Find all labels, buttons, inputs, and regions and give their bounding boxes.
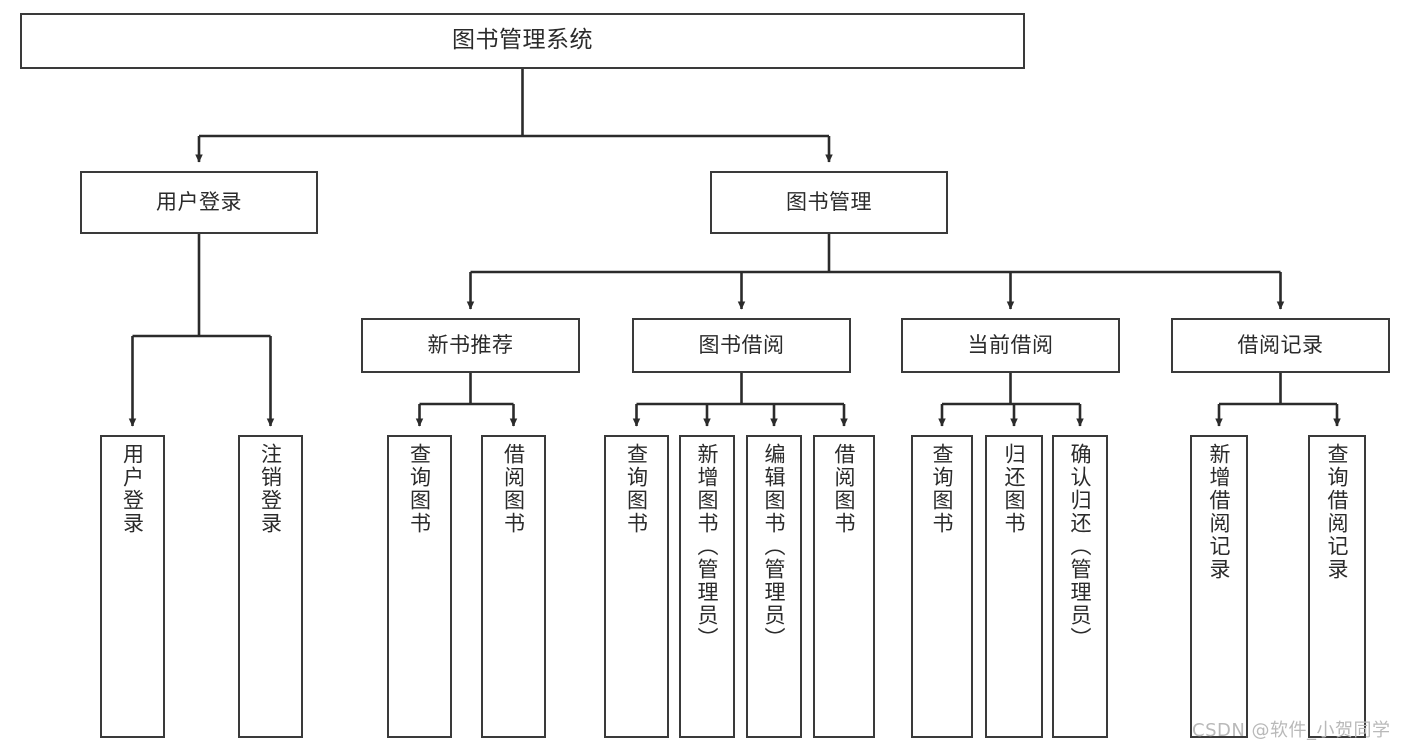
node-level2-1: 图书管理: [710, 171, 948, 234]
node-leaf-11: 新增借阅记录: [1190, 435, 1248, 738]
node-label: 图书借阅: [698, 333, 785, 358]
node-label: 查询图书: [930, 443, 955, 535]
node-label: 借阅图书: [501, 443, 526, 535]
node-leaf-9: 归还图书: [985, 435, 1043, 738]
node-label: 用户登录: [156, 190, 242, 215]
node-label: 注销登录: [258, 443, 283, 535]
node-leaf-12: 查询借阅记录: [1308, 435, 1366, 738]
node-label: 新增图书（管理员）: [695, 443, 720, 650]
node-leaf-10: 确认归还（管理员）: [1052, 435, 1108, 738]
node-level3-2: 当前借阅: [901, 318, 1120, 373]
node-label: 借阅图书: [832, 443, 857, 535]
node-leaf-8: 查询图书: [911, 435, 973, 738]
node-label: 图书管理: [786, 190, 872, 215]
node-leaf-5: 新增图书（管理员）: [679, 435, 735, 738]
node-label: 查询借阅记录: [1325, 443, 1350, 581]
node-label: 当前借阅: [967, 333, 1054, 358]
node-label: 确认归还（管理员）: [1068, 443, 1093, 650]
node-leaf-7: 借阅图书: [813, 435, 875, 738]
node-label: 用户登录: [120, 443, 145, 535]
node-label: 新书推荐: [427, 333, 514, 358]
node-level3-1: 图书借阅: [632, 318, 851, 373]
node-leaf-3: 借阅图书: [481, 435, 546, 738]
node-label: 查询图书: [407, 443, 432, 535]
node-level2-0: 用户登录: [80, 171, 318, 234]
node-leaf-4: 查询图书: [604, 435, 669, 738]
node-label: 图书管理系统: [452, 27, 593, 54]
node-level3-0: 新书推荐: [361, 318, 580, 373]
node-leaf-2: 查询图书: [387, 435, 452, 738]
node-label: 借阅记录: [1237, 333, 1324, 358]
node-label: 归还图书: [1002, 443, 1027, 535]
node-label: 查询图书: [624, 443, 649, 535]
connector-group: [128, 69, 1341, 427]
node-root: 图书管理系统: [20, 13, 1025, 69]
node-label: 编辑图书（管理员）: [762, 443, 787, 650]
node-leaf-1: 注销登录: [238, 435, 303, 738]
node-leaf-0: 用户登录: [100, 435, 165, 738]
node-label: 新增借阅记录: [1207, 443, 1232, 581]
node-leaf-6: 编辑图书（管理员）: [746, 435, 802, 738]
node-level3-3: 借阅记录: [1171, 318, 1390, 373]
